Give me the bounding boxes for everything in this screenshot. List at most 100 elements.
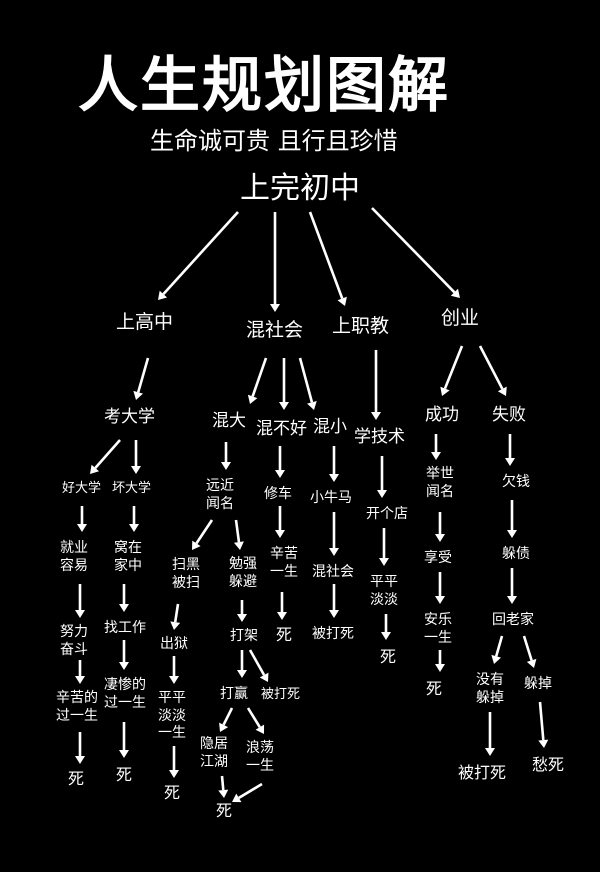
node-bad-college: 坏大学	[112, 481, 152, 496]
flow-arrow	[329, 446, 339, 482]
node-big-gangster: 混大	[212, 411, 246, 431]
node-worry-death: 愁死	[532, 755, 565, 774]
node-beaten-death-b: 被打死	[312, 626, 354, 642]
flow-arrow	[522, 635, 537, 668]
flow-arrow	[275, 506, 285, 538]
node-win-fight: 打赢	[220, 686, 248, 702]
flow-arrow	[431, 434, 441, 460]
flow-arrow	[371, 207, 460, 298]
node-death-voc: 死	[380, 647, 397, 666]
flow-arrow	[308, 211, 347, 306]
node-toil-life: 辛苦 一生	[270, 546, 298, 580]
flow-arrow	[169, 746, 179, 778]
root-node: 上完初中	[240, 171, 360, 206]
node-plain-voc: 平平 淡淡	[370, 574, 398, 608]
node-repair-car: 修车	[264, 486, 292, 502]
node-barely-escape: 勉强 躲避	[229, 556, 257, 590]
flow-arrow	[119, 640, 129, 670]
flow-arrow	[435, 512, 445, 542]
flow-arrow	[192, 519, 214, 550]
node-famous-gang: 远近 闻名	[206, 478, 234, 512]
flow-arrow	[119, 722, 129, 758]
flow-arrow	[507, 568, 517, 604]
node-peaceful-life: 安乐 一生	[424, 612, 452, 646]
node-college-exam: 考大学	[104, 407, 155, 427]
node-world-famous: 举世 闻名	[426, 466, 454, 500]
node-work-hard: 努力 奋斗	[60, 624, 88, 658]
flow-arrow	[491, 635, 504, 664]
node-death-hs-2: 死	[116, 765, 133, 784]
flow-arrow	[371, 350, 381, 420]
flow-arrow	[75, 732, 85, 764]
flow-arrow	[75, 660, 85, 684]
flow-arrow	[233, 519, 244, 550]
node-good-college: 好大学	[62, 481, 102, 496]
flow-arrow	[248, 649, 269, 682]
flow-arrow	[505, 434, 515, 466]
node-wander-life: 浪荡 一生	[246, 740, 274, 774]
node-street-life: 混社会	[312, 564, 354, 580]
flow-arrow	[277, 592, 287, 620]
node-open-shop: 开个店	[366, 506, 408, 522]
flow-arrow	[538, 701, 549, 748]
flow-arrow	[75, 584, 85, 618]
node-failure: 失败	[492, 405, 526, 425]
flow-arrow	[377, 456, 387, 498]
node-go-home: 回老家	[492, 612, 534, 628]
node-beaten-death-a: 被打死	[261, 687, 301, 702]
flow-arrow	[131, 440, 141, 474]
node-failed-gangster: 混不好	[256, 419, 307, 439]
node-easy-job: 就业 容易	[60, 540, 88, 574]
node-death-gang-a: 死	[164, 783, 181, 802]
flow-arrow	[169, 656, 179, 684]
flow-arrow	[158, 211, 239, 300]
flow-arrow	[232, 782, 263, 803]
node-owe-money: 欠钱	[502, 474, 530, 490]
flow-arrow	[90, 439, 121, 474]
flow-arrow	[221, 442, 231, 470]
node-stay-home: 窝在 家中	[114, 540, 142, 574]
node-death-gang-c: 死	[276, 625, 293, 644]
node-failed-hide: 没有 躲掉	[476, 672, 504, 706]
flow-arrow	[77, 506, 87, 532]
node-learn-skill: 学技术	[354, 427, 405, 447]
node-success: 成功	[425, 405, 459, 425]
node-find-job: 找工作	[104, 620, 146, 636]
node-beaten-death-biz: 被打死	[458, 763, 507, 782]
node-death-success: 死	[426, 679, 443, 698]
flow-arrow	[237, 600, 247, 622]
node-hide-debt: 躲债	[502, 546, 530, 562]
flow-arrow	[170, 603, 181, 630]
node-enjoy: 享受	[424, 550, 452, 566]
flow-arrow	[381, 614, 391, 640]
flow-arrow	[133, 357, 150, 400]
flow-arrow	[485, 712, 495, 756]
flow-arrow	[298, 357, 317, 410]
node-society: 混社会	[246, 319, 304, 341]
node-death-hs-1: 死	[68, 769, 85, 788]
flow-arrow	[119, 584, 129, 612]
node-high-school: 上高中	[116, 311, 174, 333]
node-small-worker: 小牛马	[310, 490, 352, 506]
flow-arrow	[379, 528, 389, 566]
page-title: 人生规划图解	[78, 51, 450, 121]
node-small-gangster: 混小	[313, 417, 347, 437]
flow-arrow	[275, 446, 285, 478]
flow-arrow	[246, 707, 265, 734]
flow-arrow	[237, 650, 247, 678]
node-released: 出狱	[160, 636, 188, 652]
node-miserable-life: 凄惨的 过一生	[104, 677, 146, 711]
node-hidden: 躲掉	[524, 676, 552, 692]
node-startup: 创业	[441, 307, 480, 329]
node-retire: 隐居 江湖	[200, 736, 228, 770]
node-plain-life-gang: 平平 淡淡 一生	[158, 690, 186, 741]
node-vocational: 上职教	[332, 315, 390, 337]
flow-arrow	[279, 358, 289, 410]
flow-arrow	[247, 357, 268, 404]
flow-arrow	[435, 650, 445, 672]
node-crackdown: 扫黑 被扫	[172, 557, 200, 591]
node-death-gang-b: 死	[216, 801, 233, 820]
flow-arrow	[478, 345, 507, 396]
flow-arrow	[329, 512, 339, 556]
